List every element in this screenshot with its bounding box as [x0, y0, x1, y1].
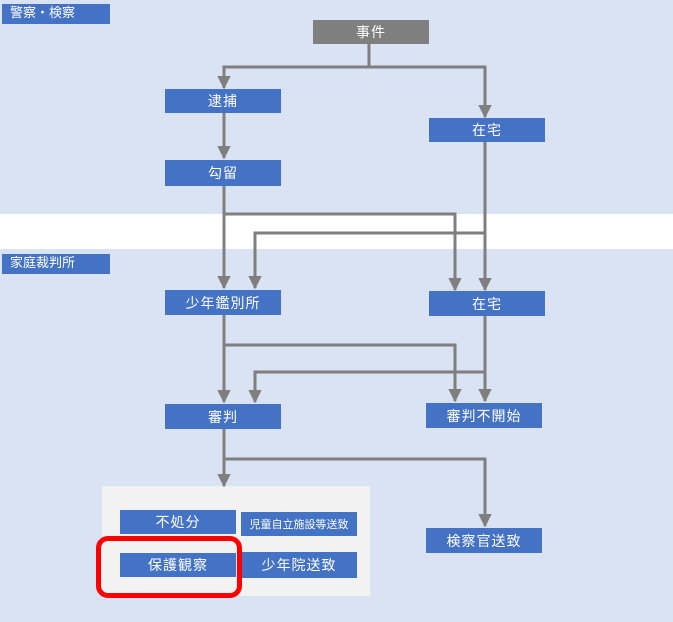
- node-classification-home: 少年鑑別所: [165, 290, 281, 315]
- node-at-home-court: 在宅: [429, 291, 545, 316]
- node-probation: 保護観察: [120, 553, 236, 577]
- arrow-at-home-2-to-hearing: [248, 370, 485, 404]
- arrow-classification-to-no-hearing: [224, 343, 462, 403]
- section-label-court: 家庭裁判所: [2, 254, 110, 274]
- node-incident: 事件: [313, 20, 429, 44]
- node-no-disposition: 不処分: [120, 510, 236, 534]
- node-at-home-police: 在宅: [429, 118, 545, 142]
- arrow-hearing-to-prosecutor: [224, 457, 492, 528]
- arrow-detention-to-at-home-2: [224, 212, 462, 292]
- arrow-incident-to-arrest: [217, 65, 369, 90]
- arrow-at-home-1-to-classification: [248, 231, 485, 290]
- node-detention: 勾留: [165, 160, 281, 186]
- node-hearing: 審判: [165, 404, 281, 429]
- section-label-police: 警察・検察: [2, 4, 110, 24]
- node-no-hearing: 審判不開始: [426, 403, 542, 428]
- node-arrest: 逮捕: [165, 89, 281, 113]
- node-prosecutor: 検察官送致: [426, 528, 542, 553]
- arrow-incident-to-at-home-1: [369, 65, 492, 119]
- highlight-probation: [96, 536, 242, 598]
- node-child-facility: 児童自立施設等送致: [241, 512, 357, 536]
- node-reform-school: 少年院送致: [241, 552, 357, 578]
